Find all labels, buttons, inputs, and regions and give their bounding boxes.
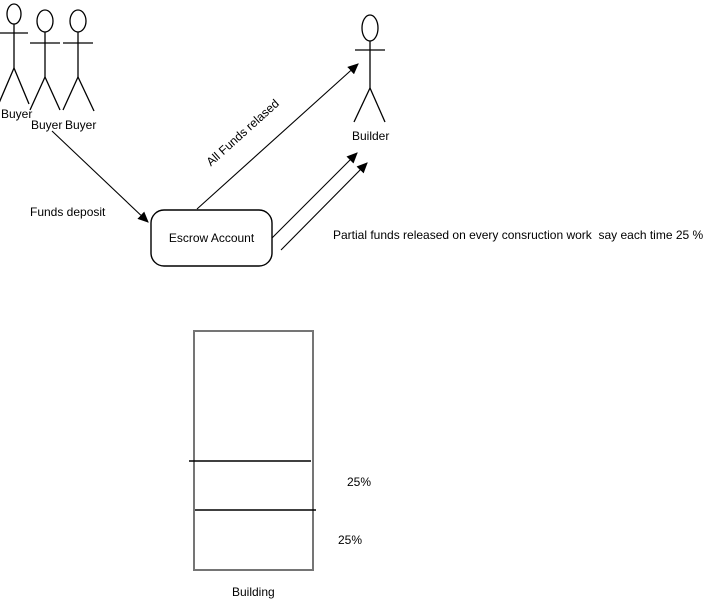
buyer-3-head (69, 9, 87, 33)
builder-label: Builder (352, 129, 390, 143)
partial-funds-arrow-2 (280, 162, 368, 251)
building-percent-bottom-label: 25% (338, 533, 363, 547)
funds-deposit-edge-label: Funds deposit (30, 205, 106, 219)
partial-funds-edge-label: Partial funds released on every consruct… (333, 228, 704, 242)
buyer-2-head (36, 9, 54, 33)
escrow-account-box (150, 209, 273, 267)
buyer-2-figure (29, 9, 61, 111)
escrow-account-label: Escrow Account (168, 230, 255, 245)
builder-figure (353, 14, 386, 123)
building-rectangle (193, 330, 314, 571)
buyer-1-label: Buyer (1, 107, 33, 121)
buyer-1-head (6, 3, 22, 25)
buyer-2-label: Buyer (31, 118, 63, 132)
buyer-1-figure (0, 3, 30, 105)
building-percent-top-label: 25% (347, 475, 372, 489)
builder-head (361, 14, 379, 42)
partial-funds-arrow-1 (271, 152, 358, 239)
buyer-3-figure (62, 9, 95, 112)
all-funds-released-arrow (196, 63, 359, 210)
funds-deposit-arrow (51, 130, 149, 223)
building-label: Building (232, 585, 275, 599)
buyer-3-label: Buyer (65, 118, 97, 132)
